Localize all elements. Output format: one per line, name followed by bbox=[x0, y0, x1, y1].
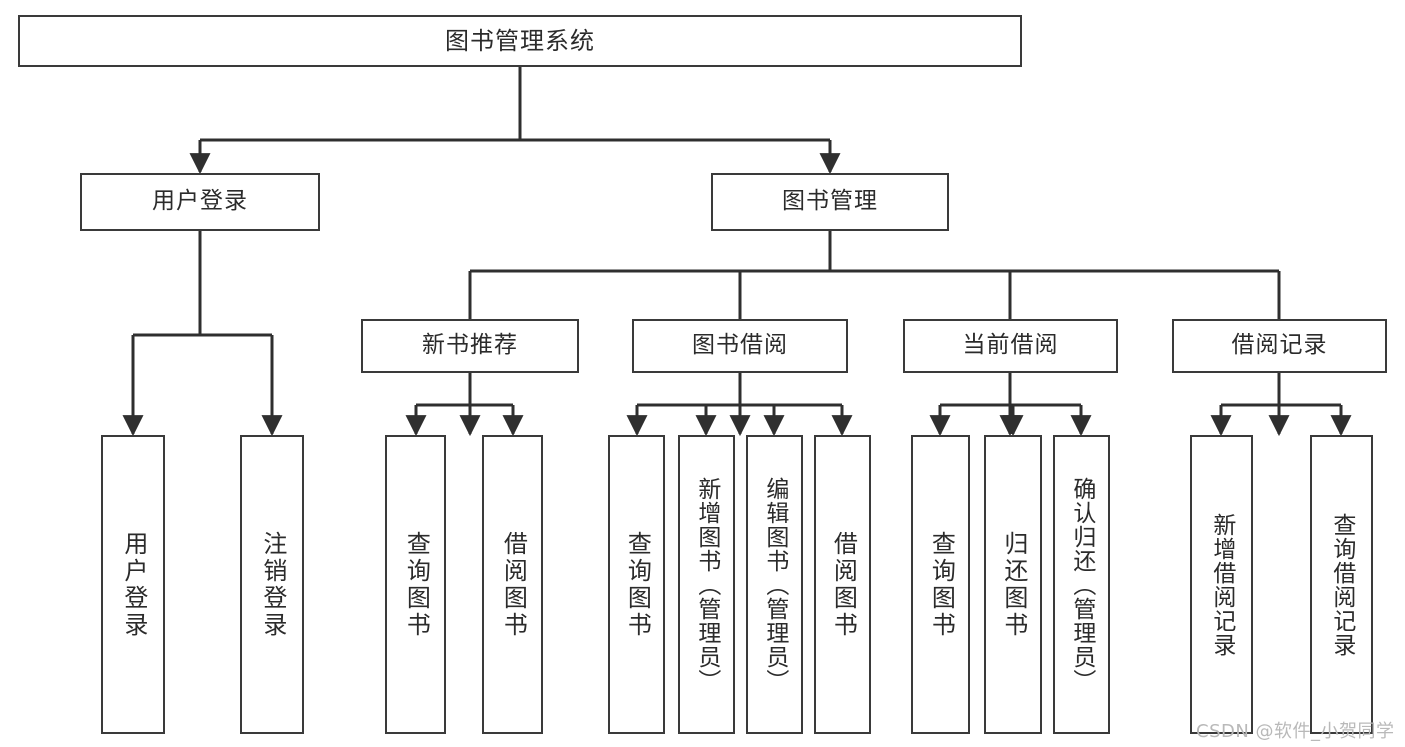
node-new-book-recommend[interactable]: 新书推荐 bbox=[361, 319, 579, 373]
node-return-book-label: 归还图书 bbox=[999, 530, 1028, 639]
node-add-book-admin[interactable]: 新增图书（管理员） bbox=[678, 435, 735, 734]
node-add-borrow-record-label: 新增借阅记录 bbox=[1208, 512, 1235, 657]
node-query-book-rec-label: 查询图书 bbox=[402, 530, 431, 639]
node-confirm-return-admin-label: 确认归还（管理员） bbox=[1068, 476, 1095, 693]
node-query-borrow-record[interactable]: 查询借阅记录 bbox=[1310, 435, 1373, 734]
node-query-book-current[interactable]: 查询图书 bbox=[911, 435, 970, 734]
node-user-login-leaf[interactable]: 用户登录 bbox=[101, 435, 165, 734]
node-book-borrow-label: 图书借阅 bbox=[692, 332, 788, 359]
node-borrow-record-label: 借阅记录 bbox=[1231, 332, 1328, 359]
node-edit-book-admin-label: 编辑图书（管理员） bbox=[761, 476, 788, 693]
node-logout-leaf[interactable]: 注销登录 bbox=[240, 435, 304, 734]
node-query-book-borrow[interactable]: 查询图书 bbox=[608, 435, 665, 734]
node-query-borrow-record-label: 查询借阅记录 bbox=[1328, 512, 1355, 657]
node-current-borrow[interactable]: 当前借阅 bbox=[903, 319, 1118, 373]
node-return-book[interactable]: 归还图书 bbox=[984, 435, 1042, 734]
node-root[interactable]: 图书管理系统 bbox=[18, 15, 1022, 67]
node-logout-leaf-label: 注销登录 bbox=[258, 530, 287, 639]
node-edit-book-admin[interactable]: 编辑图书（管理员） bbox=[746, 435, 803, 734]
node-borrow-book-rec-label: 借阅图书 bbox=[499, 530, 528, 639]
node-query-book-current-label: 查询图书 bbox=[927, 530, 956, 639]
node-query-book-borrow-label: 查询图书 bbox=[623, 530, 652, 639]
node-book-borrow[interactable]: 图书借阅 bbox=[632, 319, 848, 373]
node-borrow-book-borrow-label: 借阅图书 bbox=[829, 530, 858, 639]
node-new-book-recommend-label: 新书推荐 bbox=[422, 332, 518, 359]
node-add-book-admin-label: 新增图书（管理员） bbox=[693, 476, 720, 693]
node-confirm-return-admin[interactable]: 确认归还（管理员） bbox=[1053, 435, 1110, 734]
node-query-book-rec[interactable]: 查询图书 bbox=[385, 435, 446, 734]
node-current-borrow-label: 当前借阅 bbox=[962, 332, 1059, 359]
node-user-login[interactable]: 用户登录 bbox=[80, 173, 320, 231]
node-user-login-label: 用户登录 bbox=[152, 188, 248, 215]
node-borrow-book-rec[interactable]: 借阅图书 bbox=[482, 435, 543, 734]
node-borrow-book-borrow[interactable]: 借阅图书 bbox=[814, 435, 871, 734]
watermark: CSDN @软件_小贺同学 bbox=[1196, 721, 1395, 742]
node-borrow-record[interactable]: 借阅记录 bbox=[1172, 319, 1387, 373]
node-user-login-leaf-label: 用户登录 bbox=[119, 530, 148, 639]
node-book-manage-label: 图书管理 bbox=[782, 188, 878, 215]
node-add-borrow-record[interactable]: 新增借阅记录 bbox=[1190, 435, 1253, 734]
node-book-manage[interactable]: 图书管理 bbox=[711, 173, 949, 231]
node-root-label: 图书管理系统 bbox=[445, 26, 595, 55]
